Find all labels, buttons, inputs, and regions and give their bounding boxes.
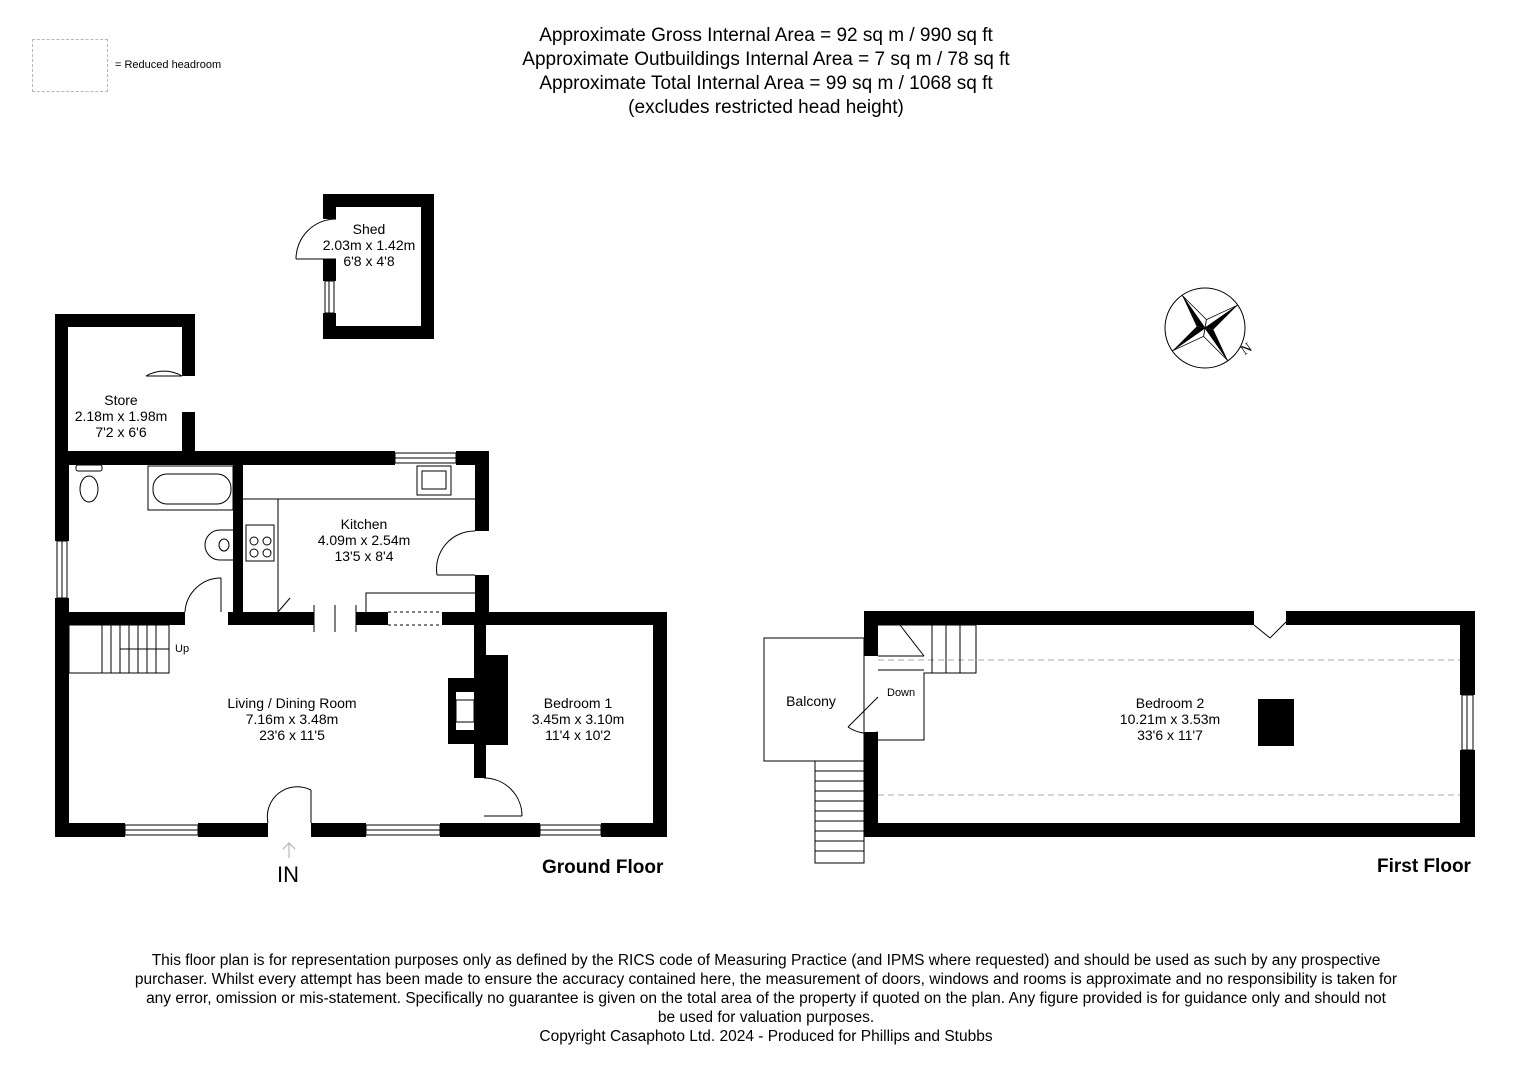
first-floor-title: First Floor — [1377, 856, 1471, 877]
entrance-label: IN — [277, 862, 299, 887]
store-label: Store 2.18m x 1.98m 7'2 x 6'6 — [75, 392, 168, 440]
disclaimer-line: any error, omission or mis-statement. Sp… — [146, 990, 1386, 1007]
room-size-metric: 3.45m x 3.10m — [531, 711, 625, 727]
store-outline — [55, 314, 195, 464]
first-floor-walls — [864, 611, 1475, 837]
bedroom-2-label: Bedroom 2 10.21m x 3.53m 33'6 x 11'7 — [1120, 695, 1220, 743]
copyright-line: Copyright Casaphoto Ltd. 2024 - Produced… — [539, 1028, 993, 1045]
disclaimer-line: purchaser. Whilst every attempt has been… — [134, 971, 1398, 988]
kitchen-label: Kitchen 4.09m x 2.54m 13'5 x 8'4 — [318, 516, 411, 564]
room-name: Living / Dining Room — [227, 695, 357, 711]
room-name: Bedroom 1 — [543, 695, 613, 711]
stairs-up-label: Up — [175, 643, 190, 655]
room-size-imperial: 6'8 x 4'8 — [343, 253, 395, 269]
room-size-metric: 2.18m x 1.98m — [74, 408, 168, 424]
ground-floor-walls — [55, 451, 667, 837]
room-size-imperial: 33'6 x 11'7 — [1137, 727, 1203, 743]
room-size-metric: 2.03m x 1.42m — [322, 237, 416, 253]
room-name: Bedroom 2 — [1135, 695, 1205, 711]
room-size-metric: 7.16m x 3.48m — [245, 711, 339, 727]
room-size-metric: 4.09m x 2.54m — [317, 532, 411, 548]
room-name: Store — [104, 392, 138, 408]
room-size-imperial: 23'6 x 11'5 — [259, 727, 325, 743]
disclaimer-line: This floor plan is for representation pu… — [151, 952, 1381, 969]
room-size-imperial: 13'5 x 8'4 — [334, 548, 394, 564]
reduced-headroom-swatch — [32, 39, 108, 92]
legend-label: = Reduced headroom — [115, 59, 222, 71]
ground-floor-title: Ground Floor — [542, 857, 664, 878]
total-area-line: Approximate Total Internal Area = 99 sq … — [539, 73, 993, 94]
area-summary: Approximate Gross Internal Area = 92 sq … — [0, 24, 1528, 120]
balcony-label: Balcony — [786, 693, 836, 709]
living-dining-label: Living / Dining Room 7.16m x 3.48m 23'6 … — [227, 695, 356, 743]
disclaimer-line: be used for valuation purposes. — [657, 1009, 875, 1026]
shed-label: Shed 2.03m x 1.42m 6'8 x 4'8 — [323, 221, 416, 269]
room-name: Kitchen — [340, 516, 388, 532]
disclaimer: This floor plan is for representation pu… — [40, 951, 1492, 1046]
bedroom-1-label: Bedroom 1 3.45m x 3.10m 11'4 x 10'2 — [532, 695, 625, 743]
room-size-metric: 10.21m x 3.53m — [1119, 711, 1221, 727]
outbuildings-area-line: Approximate Outbuildings Internal Area =… — [522, 49, 1010, 70]
gross-area-line: Approximate Gross Internal Area = 92 sq … — [539, 25, 993, 46]
room-size-imperial: 11'4 x 10'2 — [545, 727, 611, 743]
stairs-down-label: Down — [887, 687, 916, 699]
headroom-note: (excludes restricted head height) — [628, 97, 904, 118]
compass-icon — [1164, 287, 1246, 369]
shed-outline — [323, 194, 434, 339]
room-size-imperial: 7'2 x 6'6 — [95, 424, 147, 440]
room-name: Shed — [352, 221, 386, 237]
